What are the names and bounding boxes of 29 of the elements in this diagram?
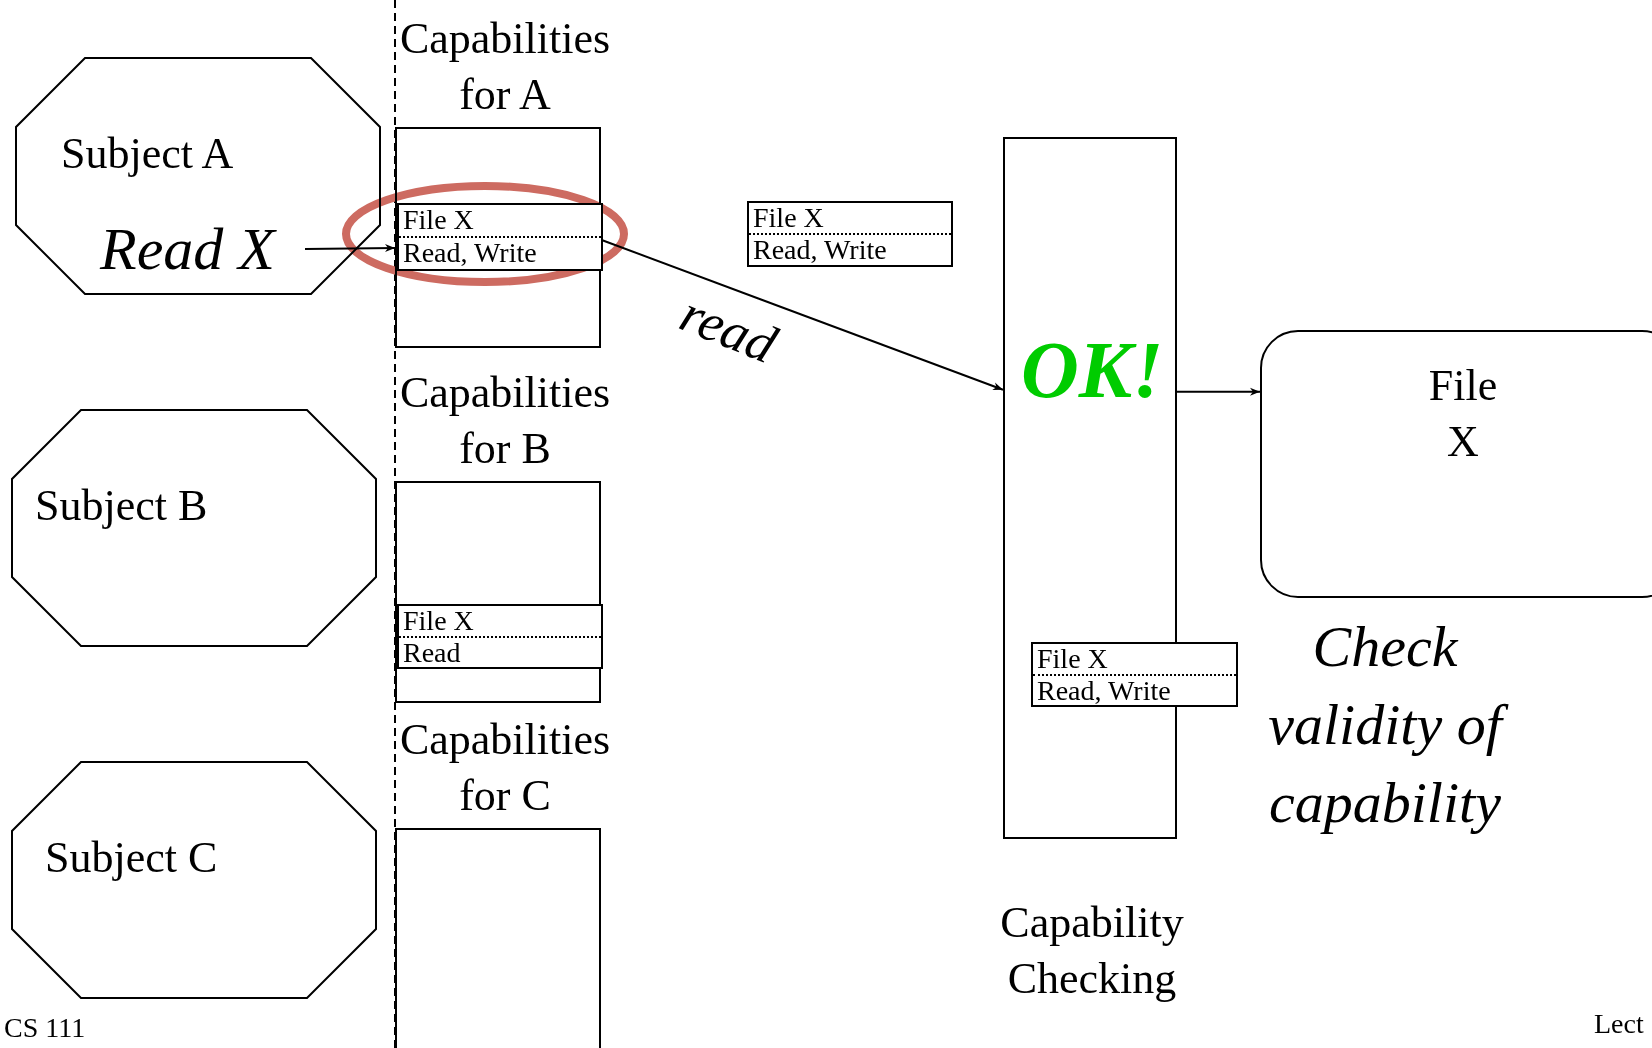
capability-list-heading: Capabilities for A bbox=[398, 13, 612, 121]
ok-text: OK! bbox=[1021, 325, 1164, 415]
object-name: File X bbox=[399, 205, 601, 238]
request-text: Read X bbox=[100, 218, 305, 280]
checker-caption: Capability Checking bbox=[999, 897, 1185, 1005]
file-box bbox=[1260, 330, 1652, 598]
object-name: File X bbox=[749, 203, 951, 235]
access-rights: Read, Write bbox=[1036, 676, 1172, 706]
footer-text: Lect bbox=[1594, 1008, 1644, 1040]
edge-label: read bbox=[672, 283, 785, 375]
object-name: File X bbox=[1033, 644, 1236, 676]
capability-entry bbox=[397, 604, 603, 669]
capability-entry bbox=[397, 203, 603, 271]
subject-label: Subject B bbox=[35, 481, 209, 531]
arrow bbox=[304, 244, 396, 253]
capability-list-heading: Capabilities for C bbox=[398, 714, 612, 822]
subject-label: Subject A bbox=[61, 129, 235, 179]
course-label: CS 111 bbox=[4, 1012, 86, 1044]
capability-entry bbox=[1031, 642, 1238, 707]
object-name: File X bbox=[399, 606, 601, 638]
access-rights: Read bbox=[402, 638, 462, 668]
access-rights: Read, Write bbox=[752, 235, 888, 265]
arrow bbox=[1176, 387, 1261, 396]
subject-label: Subject C bbox=[45, 833, 219, 883]
capability-entry bbox=[747, 201, 953, 267]
access-rights: Read, Write bbox=[402, 238, 538, 269]
note-text: Check validity of capability bbox=[1240, 608, 1530, 842]
file-label: File X bbox=[1427, 360, 1499, 468]
capability-list-heading: Capabilities for B bbox=[398, 367, 612, 475]
